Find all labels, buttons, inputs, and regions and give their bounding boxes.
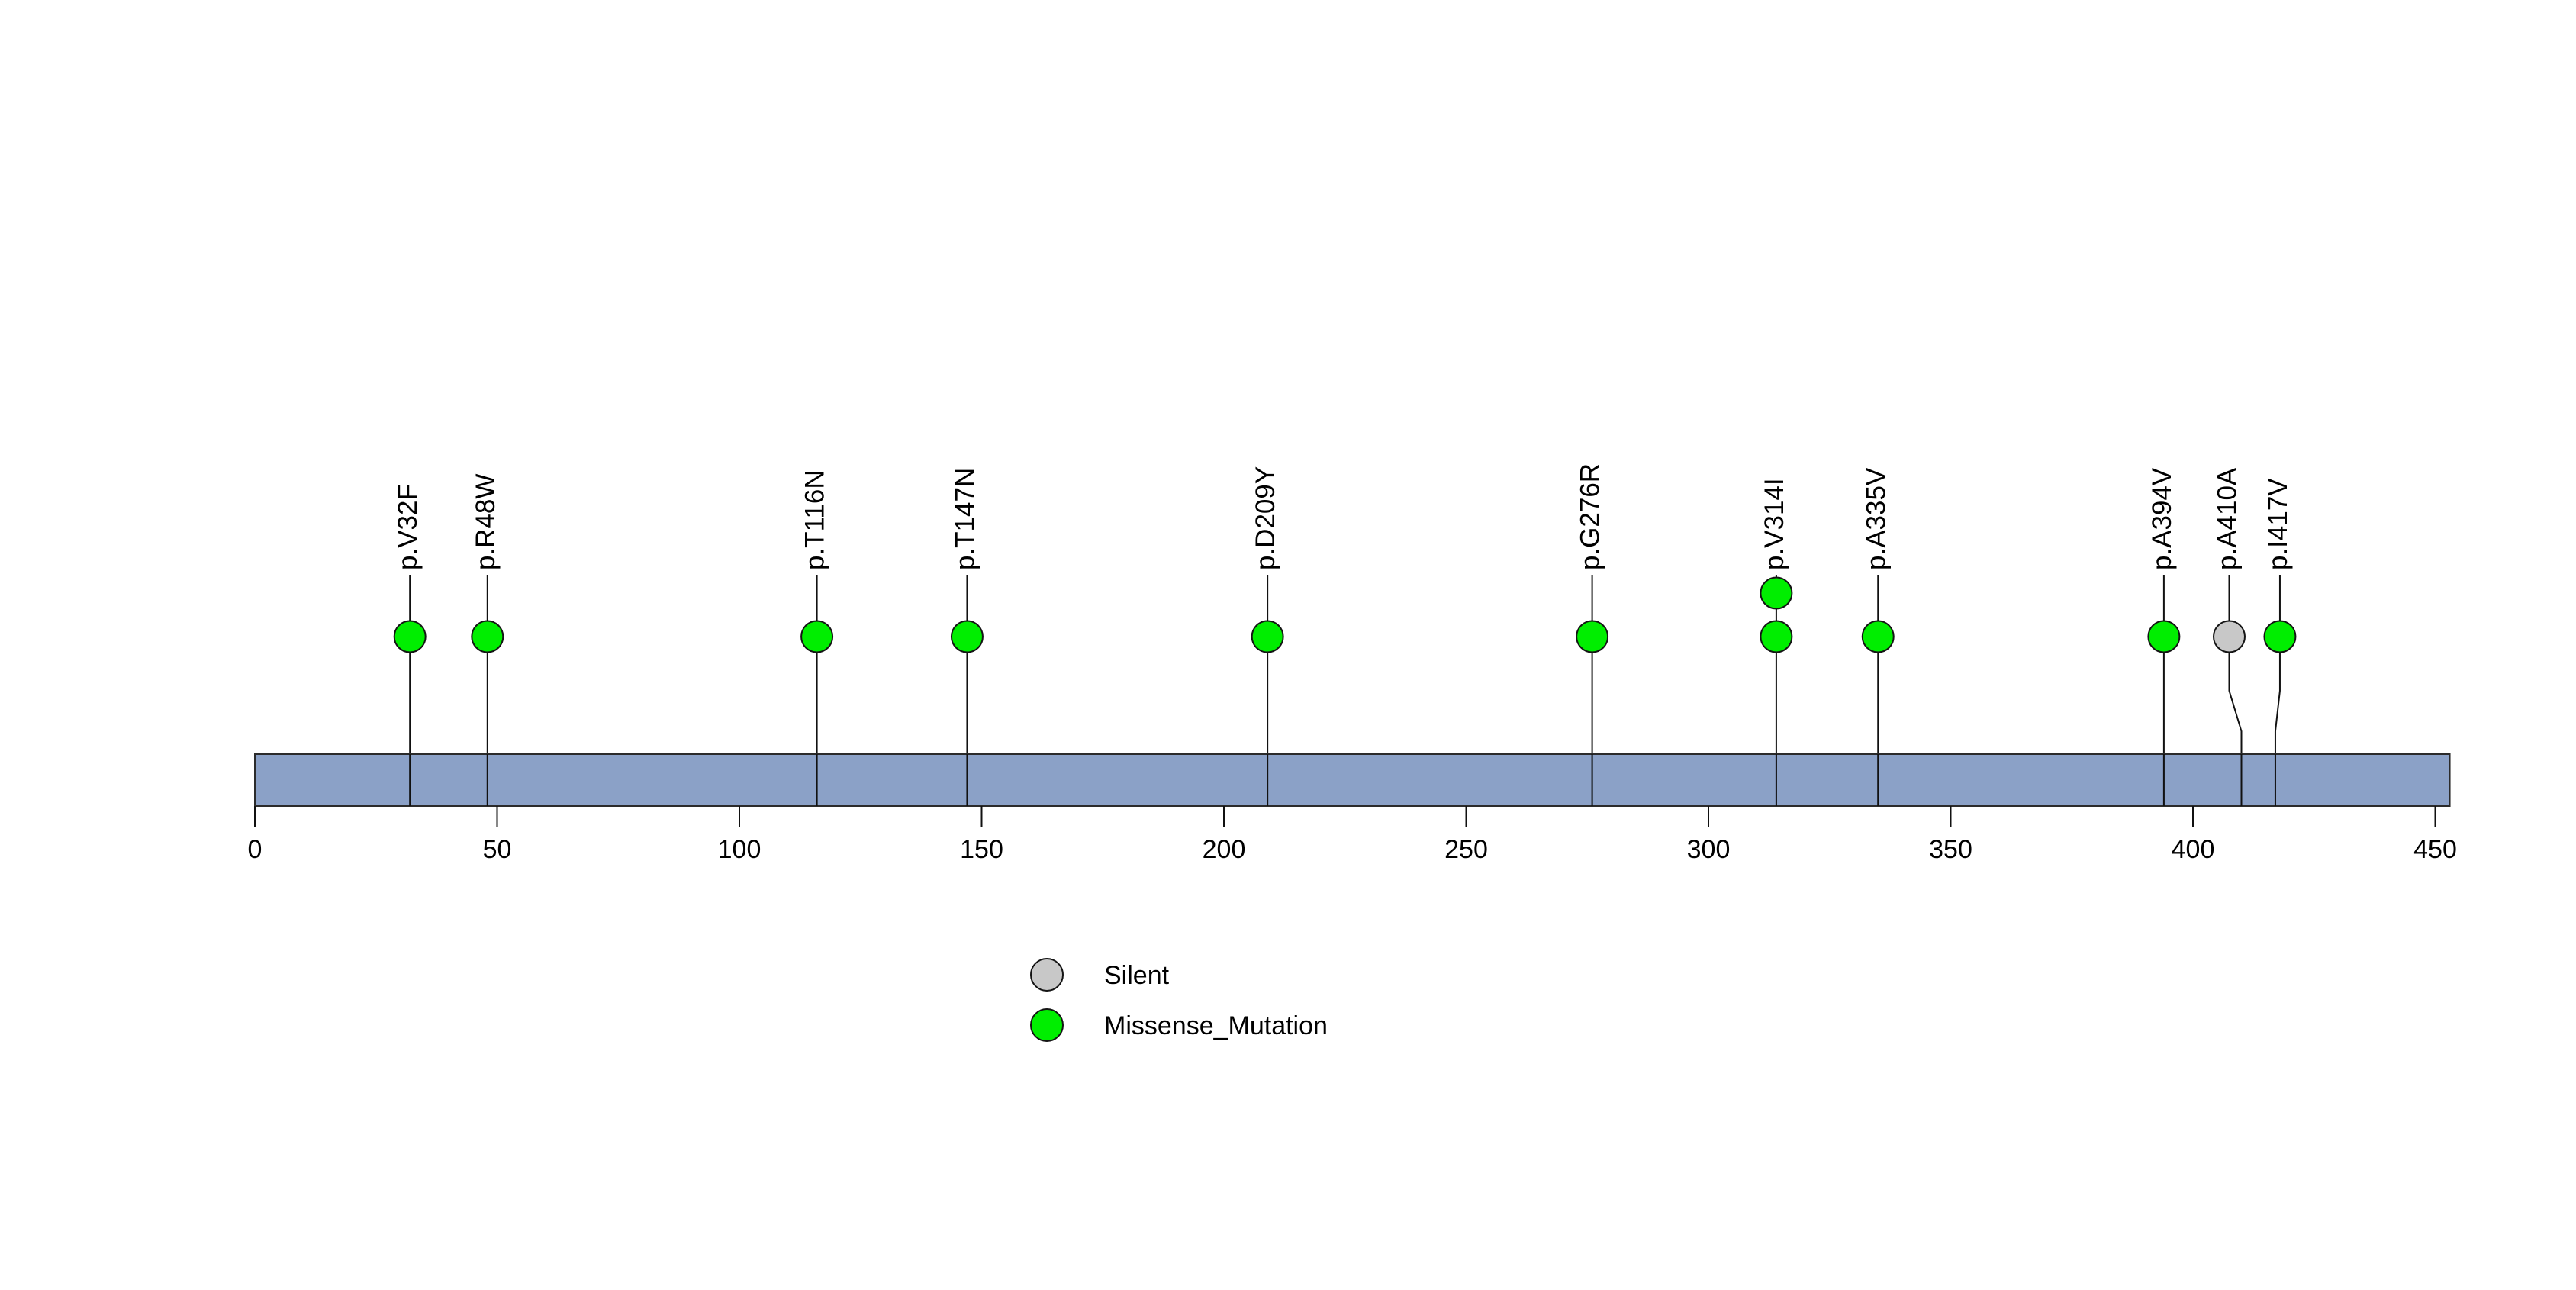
axis-tick-label: 250 xyxy=(1444,835,1488,864)
mutation-label: p.A394V xyxy=(2147,467,2177,570)
legend-label: Missense_Mutation xyxy=(1104,1011,1328,1040)
mutation-label: p.V32F xyxy=(393,484,423,570)
legend-label: Silent xyxy=(1104,961,1170,990)
mutation-marker xyxy=(1251,620,1284,653)
mutation-label: p.A410A xyxy=(2213,467,2243,570)
mutation-label: p.I417V xyxy=(2263,478,2293,570)
axis-tick-label: 50 xyxy=(483,835,512,864)
mutation-label: p.T147N xyxy=(950,468,980,570)
axis-tick-label: 150 xyxy=(960,835,1003,864)
axis-tick-label: 100 xyxy=(718,835,762,864)
axis-tick-label: 200 xyxy=(1203,835,1246,864)
mutation-marker xyxy=(800,620,834,653)
axis-tick-label: 450 xyxy=(2413,835,2457,864)
mutation-marker xyxy=(950,620,984,653)
mutation-marker xyxy=(471,620,504,653)
axis-tick-label: 400 xyxy=(2172,835,2215,864)
mutation-marker xyxy=(1760,620,1793,653)
axis-tick-label: 300 xyxy=(1687,835,1731,864)
legend-swatch-silent xyxy=(1030,958,1064,992)
mutation-label: p.G276R xyxy=(1576,463,1605,570)
mutation-label: p.V314I xyxy=(1760,478,1789,570)
mutation-marker xyxy=(2213,620,2246,653)
axis-tick-label: 350 xyxy=(1929,835,1972,864)
mutation-marker xyxy=(1576,620,1609,653)
mutation-marker xyxy=(1861,620,1895,653)
mutation-marker xyxy=(1760,576,1793,610)
mutation-marker xyxy=(2147,620,2181,653)
protein-backbone xyxy=(254,753,2451,807)
mutation-label: p.D209Y xyxy=(1251,466,1280,570)
mutation-label: p.A335V xyxy=(1861,467,1891,570)
mutation-label: p.T116N xyxy=(800,469,830,570)
mutation-marker xyxy=(2263,620,2297,653)
mutation-label: p.R48W xyxy=(471,474,501,570)
axis-tick-label: 0 xyxy=(248,835,262,864)
legend-swatch-missense_mutation xyxy=(1030,1008,1064,1042)
mutation-marker xyxy=(393,620,427,653)
